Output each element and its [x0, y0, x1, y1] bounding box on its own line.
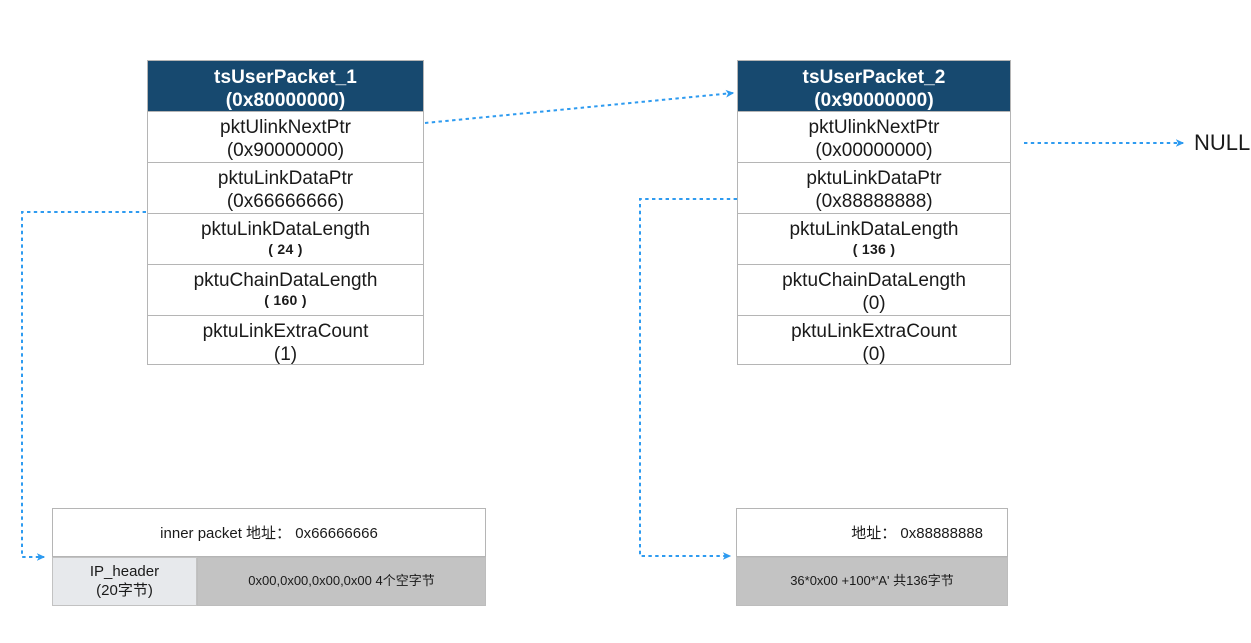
field-name: pktUlinkNextPtr [220, 117, 351, 138]
null-label: NULL [1194, 130, 1251, 155]
memory-block-buffer2: 地址： 0x88888888 36*0x00 +100*'A' 共136字节 [736, 508, 1008, 606]
struct-field-pktuchaindatalength: pktuChainDataLength ( 160 ) [148, 264, 423, 315]
memory-cell-ip-header: IP_header(20字节) [52, 557, 197, 606]
field-name: pktuLinkExtraCount [202, 321, 369, 342]
memory-cell-padding-bytes: 0x00,0x00,0x00,0x00 4个空字节 [197, 557, 486, 606]
struct-field-pktulinkdatalength: pktuLinkDataLength ( 136 ) [738, 213, 1010, 264]
struct-field-pktulinkextracount: pktuLinkExtraCount (1) [148, 315, 423, 365]
field-name: pktuLinkDataLength [200, 219, 370, 240]
wire-next-ptr-packet1-to-packet2 [424, 89, 735, 124]
memory-address-label-buffer1: inner packet 地址： 0x66666666 [52, 508, 486, 557]
field-value: (1) [273, 344, 298, 366]
struct-header-packet1: tsUserPacket_1 (0x80000000) [148, 61, 423, 111]
wire-data-ptr-packet2-to-buffer2 [639, 198, 737, 560]
struct-field-pktulinkdataptr: pktuLinkDataPtr (0x88888888) [738, 162, 1010, 213]
struct-field-pktulinkdataptr: pktuLinkDataPtr (0x66666666) [148, 162, 423, 213]
field-name: pktuChainDataLength [193, 270, 378, 291]
field-value: (0x90000000) [226, 140, 345, 162]
struct-header-packet2: tsUserPacket_2 (0x90000000) [738, 61, 1010, 111]
struct-field-pktulinkdatalength: pktuLinkDataLength ( 24 ) [148, 213, 423, 264]
field-name: pktuChainDataLength [782, 270, 966, 291]
memory-cell-payload-bytes: 36*0x00 +100*'A' 共136字节 [736, 557, 1008, 606]
field-name: pktUlinkNextPtr [808, 117, 940, 138]
field-value: (0) [862, 293, 886, 315]
field-value: (0x00000000) [815, 140, 933, 162]
field-value: (0x88888888) [815, 191, 933, 213]
struct-header-address: (0x80000000) [225, 90, 346, 112]
struct-field-pktulinkextracount: pktuLinkExtraCount (0) [738, 315, 1010, 365]
struct-box-packet2: tsUserPacket_2 (0x90000000) pktUlinkNext… [737, 60, 1011, 365]
field-value: (0x66666666) [226, 191, 345, 213]
wire-data-ptr-packet1-to-buffer1 [21, 211, 146, 561]
struct-field-pktulinknextptr: pktUlinkNextPtr (0x90000000) [148, 111, 423, 162]
struct-header-name: tsUserPacket_1 [214, 67, 357, 88]
field-name: pktuLinkDataPtr [217, 168, 354, 189]
field-value: (0) [862, 344, 886, 366]
field-value: ( 136 ) [852, 241, 896, 258]
struct-header-address: (0x90000000) [814, 90, 934, 112]
memory-address-label-buffer2: 地址： 0x88888888 [736, 508, 1008, 557]
field-name: pktuLinkDataLength [789, 219, 959, 240]
field-value: ( 160 ) [264, 292, 307, 309]
memory-block-buffer1: inner packet 地址： 0x66666666 IP_header(20… [52, 508, 486, 606]
struct-box-packet1: tsUserPacket_1 (0x80000000) pktUlinkNext… [147, 60, 424, 365]
struct-field-pktulinknextptr: pktUlinkNextPtr (0x00000000) [738, 111, 1010, 162]
memory-cell-label: IP_header(20字节) [89, 562, 160, 599]
field-value: ( 24 ) [268, 241, 303, 258]
field-name: pktuLinkExtraCount [791, 321, 957, 342]
struct-header-name: tsUserPacket_2 [802, 67, 946, 88]
field-name: pktuLinkDataPtr [806, 168, 942, 189]
struct-field-pktuchaindatalength: pktuChainDataLength (0) [738, 264, 1010, 315]
